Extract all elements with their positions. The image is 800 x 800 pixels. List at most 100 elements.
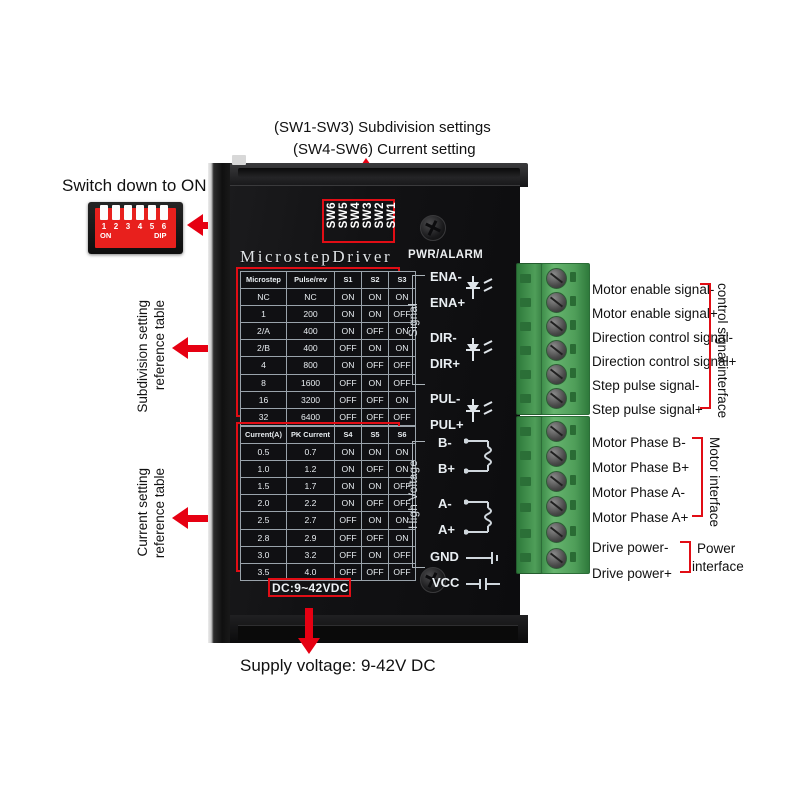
current-cell-7-4: OFF [388,562,416,581]
current-cell-1-0: 1.0 [240,460,287,479]
terminal-slot-dir-minus [570,320,576,330]
current-cell-3-4: OFF [388,494,416,513]
subdivision-cell-0-4: ON [388,288,416,307]
terminal-screw-dir-minus[interactable] [546,316,567,337]
dip-number-3: 3 [125,222,131,231]
pin-label-vcc: VCC [432,575,460,590]
dip-slider-5[interactable] [148,205,156,220]
terminal-screw-phase-a-plus[interactable] [546,496,567,517]
current-cell-6-0: 3.0 [240,545,287,564]
led-symbol-ena [466,276,493,299]
motor-interface-label: Motor interface [707,437,723,528]
current-cell-1-3: OFF [361,460,389,479]
subdivision-cell-2-4: ON [388,322,416,341]
dip-slider-3[interactable] [124,205,132,220]
subdivision-cell-1-3: ON [361,305,389,324]
subdivision-cell-6-1: 3200 [286,390,335,409]
pin-label-pul-minus: PUL- [430,391,461,406]
terminal-screw-ena-plus[interactable] [546,292,567,313]
terminal-slot-phase-b-plus [570,450,576,460]
subdivision-cell-2-0: 2/A [240,322,287,341]
power-interface-label-line2: interface [692,559,744,574]
terminal-label-motor-phase-b-minus: Motor Phase B- [592,435,686,450]
case-bottom-strip [238,625,518,640]
subdivision-cell-1-4: OFF [388,305,416,324]
control-signal-interface-label: control signal interface [715,283,731,419]
pin-label-b-plus: B+ [438,461,455,476]
current-cell-4-1: 2.7 [286,511,335,530]
terminal-screw-drive-power-minus[interactable] [546,522,567,543]
terminal-slot-phase-b-minus [570,425,576,435]
dip-slider-1[interactable] [100,205,108,220]
pin-label-ena-plus: ENA+ [430,295,466,310]
current-cell-5-1: 2.9 [286,528,335,547]
current-cell-6-1: 3.2 [286,545,335,564]
subdivision-cell-7-3: OFF [361,407,389,426]
dc-voltage-label: DC:9~42VDC [272,581,349,595]
dip-slider-6[interactable] [160,205,168,220]
terminal-label-direction-minus: Direction control signal- [592,330,734,345]
terminal-label-drive-power-plus: Drive power+ [592,566,672,581]
terminal-slot-ena-plus [570,296,576,306]
subdivision-cell-5-4: OFF [388,373,416,392]
arrow-left-dip-head [187,214,203,236]
terminal-screw-phase-a-minus[interactable] [546,471,567,492]
subdivision-cell-3-3: ON [361,339,389,358]
current-cell-3-3: OFF [361,494,389,513]
terminal-slot-drive-power-minus [570,526,576,536]
arrow-down-head [298,638,320,654]
subdivision-cell-5-3: ON [361,373,389,392]
dip-dip-label: DIP [154,231,167,240]
case-top-strip [238,168,520,177]
pin-label-dir-minus: DIR- [430,330,457,345]
terminal-label-motor-phase-b-plus: Motor Phase B+ [592,460,690,475]
sw-label-sw6: SW6 [326,202,338,229]
subdivision-cell-5-2: OFF [334,373,362,392]
dip-slider-4[interactable] [136,205,144,220]
terminal-screw-phase-b-minus[interactable] [546,421,567,442]
current-cell-3-1: 2.2 [286,494,335,513]
terminal-screw-ena-minus[interactable] [546,268,567,289]
current-cell-1-4: ON [388,460,416,479]
terminal-block-motor-power[interactable] [541,416,590,574]
current-cell-4-2: OFF [334,511,362,530]
dip-number-5: 5 [149,222,155,231]
signal-group-bracket [412,275,425,385]
terminal-screw-pul-minus[interactable] [546,364,567,385]
current-cell-2-4: OFF [388,477,416,496]
terminal-screw-pul-plus[interactable] [546,388,567,409]
current-cell-3-0: 2.0 [240,494,287,513]
dip-switch-illustration[interactable]: 1 2 3 4 5 6 ON DIP [88,202,183,254]
subdivision-header-3: S2 [361,270,389,290]
sw-labels-highlight-box [322,199,395,243]
terminal-label-step-pulse-plus: Step pulse signal+ [592,402,703,417]
subdivision-cell-5-0: 8 [240,373,287,392]
terminal-block-control-signal[interactable] [541,263,590,415]
subdivision-cell-7-1: 6400 [286,407,335,426]
terminal-label-motor-phase-a-plus: Motor Phase A+ [592,510,689,525]
terminal-screw-phase-b-plus[interactable] [546,446,567,467]
current-cell-5-4: ON [388,528,416,547]
subdivision-cell-4-1: 800 [286,356,335,375]
arrow-left-subdiv-head [172,337,188,359]
current-cell-0-2: ON [334,443,362,462]
led-symbol-pul [466,399,493,422]
dip-slider-2[interactable] [112,205,120,220]
current-note-line1: Current setting [135,468,150,557]
subdivision-cell-7-0: 32 [240,407,287,426]
top-note-line2: (SW4-SW6) Current setting [293,141,476,158]
current-cell-6-4: OFF [388,545,416,564]
terminal-screw-dir-plus[interactable] [546,340,567,361]
terminal-screw-drive-power-plus[interactable] [546,548,567,569]
subdivision-cell-4-0: 4 [240,356,287,375]
terminal-slot-pul-minus [570,368,576,378]
subdivision-cell-2-1: 400 [286,322,335,341]
